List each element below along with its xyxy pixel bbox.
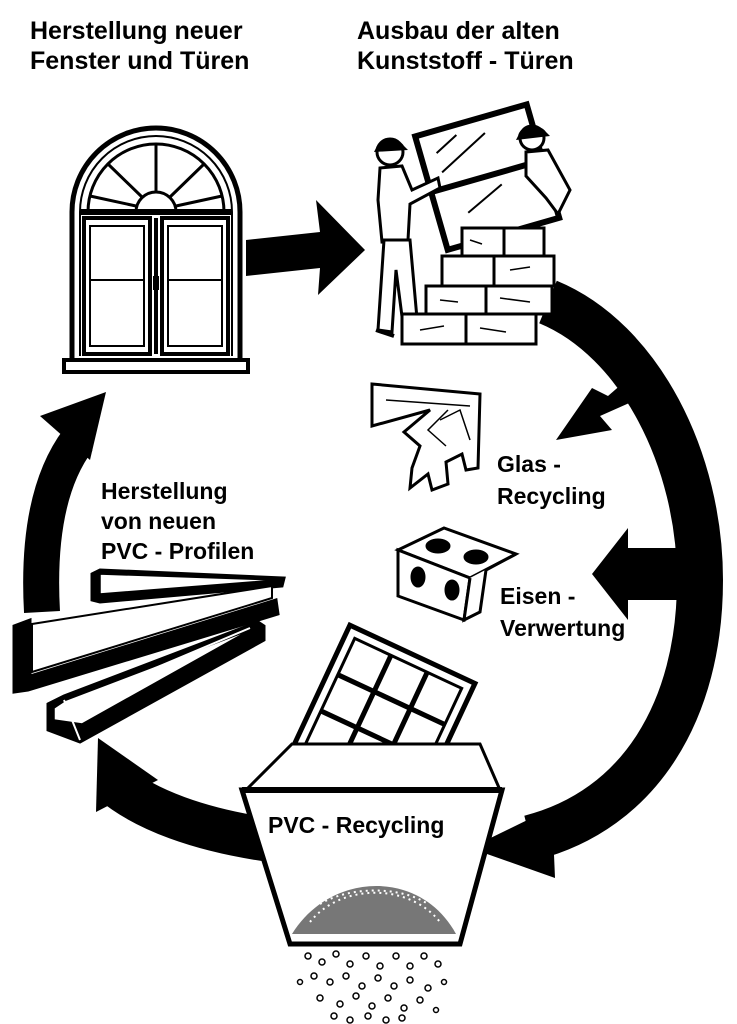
label-iron-line2: Verwertung [500,615,626,641]
arrow-to-iron-recovery [592,528,678,620]
label-glass-recycling: Glas - Recycling [497,448,606,512]
label-glass-line2: Recycling [497,483,606,509]
iron-bracket-illustration [394,526,520,623]
label-new-windows: Herstellung neuer Fenster und Türen [30,16,249,76]
label-removal-line2: Kunststoff - Türen [357,47,574,75]
arrow-to-glass-recycling [556,370,654,440]
label-new-windows-line1: Herstellung neuer [30,17,243,45]
pvc-shredder-hopper-illustration [238,621,506,947]
arrow-window-to-removal [246,200,365,295]
label-iron-recovery: Eisen - Verwertung [500,580,625,644]
arched-window-illustration [62,125,250,374]
label-removal-line1: Ausbau der alten [357,17,560,45]
arrow-removal-to-pvc-recycling [470,280,724,878]
label-pvc-recycling: PVC - Recycling [268,810,444,840]
label-removal: Ausbau der alten Kunststoff - Türen [357,16,574,76]
arrow-pvc-to-new-profiles [96,738,274,862]
broken-glass-illustration [370,382,482,492]
label-new-profiles-line3: PVC - Profilen [101,538,255,564]
label-pvc-text: PVC - Recycling [268,812,445,838]
label-new-profiles-line1: Herstellung [101,478,228,504]
arrow-profiles-to-new-windows [23,392,106,613]
label-new-windows-line2: Fenster und Türen [30,47,250,75]
workers-removing-window-illustration [374,100,572,346]
pvc-granulate-illustration [296,950,448,1024]
pvc-profiles-illustration [12,568,286,744]
label-new-profiles: Herstellung von neuen PVC - Profilen [101,476,254,566]
label-glass-line1: Glas - [497,451,561,477]
label-iron-line1: Eisen - [500,583,576,609]
label-new-profiles-line2: von neuen [101,508,217,534]
